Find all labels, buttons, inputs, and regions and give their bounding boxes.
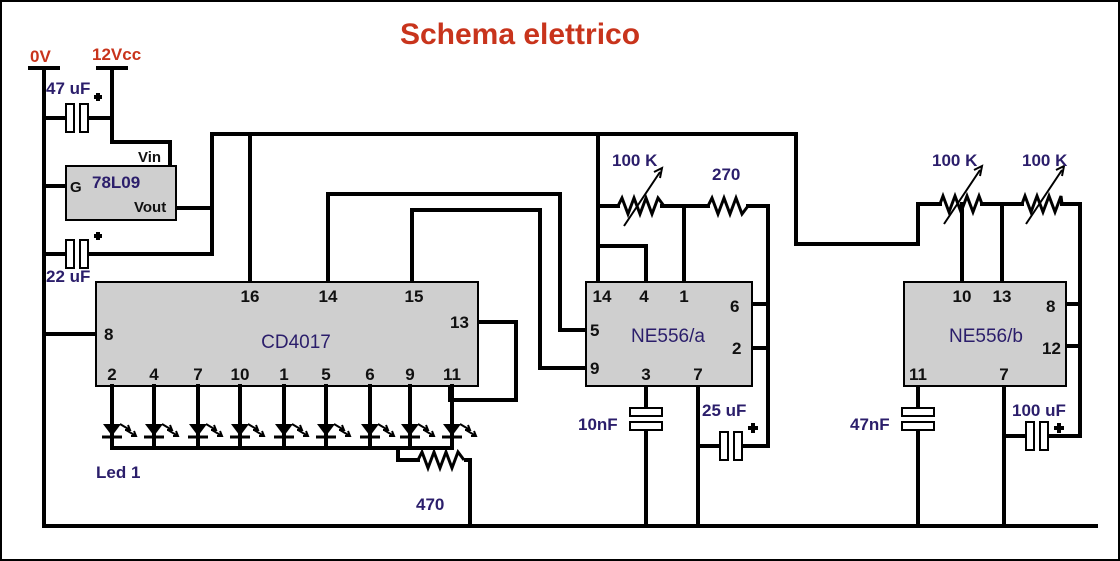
capacitor-100uf bbox=[1025, 421, 1064, 451]
regulator-78l09 bbox=[65, 165, 177, 221]
cd4017-bottom-pins: 2 4 7 10 1 5 6 9 11 bbox=[107, 365, 461, 384]
wiring bbox=[42, 66, 1098, 528]
ne556a-pin-6: 6 bbox=[730, 297, 739, 316]
capacitor-47nf bbox=[901, 407, 935, 431]
cd4017-pin-6: 6 bbox=[365, 365, 374, 384]
ne556a-pin-3: 3 bbox=[641, 365, 650, 384]
led-1-label: Led 1 bbox=[96, 463, 140, 482]
led-9 bbox=[442, 384, 478, 450]
cd4017-pin-8: 8 bbox=[104, 325, 113, 344]
ne556a-pin-2: 2 bbox=[732, 339, 741, 358]
led-3 bbox=[188, 384, 224, 450]
capacitor-25uf bbox=[719, 423, 758, 461]
ne556b-pin-7: 7 bbox=[999, 365, 1008, 384]
potentiometer-b1-100k-label: 100 K bbox=[932, 151, 978, 170]
ne556a-pin-1: 1 bbox=[679, 287, 688, 306]
ne556b-pin-10: 10 bbox=[953, 287, 972, 306]
regulator-pin-vin: Vin bbox=[138, 149, 161, 166]
capacitor-47uf-label: 47 uF bbox=[46, 79, 90, 98]
cd4017-pin-13: 13 bbox=[450, 313, 469, 332]
capacitor-22uf bbox=[65, 232, 102, 269]
supply-rail-label: 12Vcc bbox=[92, 45, 141, 64]
cd4017-pin-15: 15 bbox=[405, 287, 424, 306]
ne556b-pin-12: 12 bbox=[1042, 339, 1061, 358]
capacitor-25uf-label: 25 uF bbox=[702, 401, 746, 420]
ground-rail-label: 0V bbox=[30, 47, 51, 66]
potentiometer-a-100k-label: 100 K bbox=[612, 151, 658, 170]
capacitor-100uf-label: 100 uF bbox=[1012, 401, 1066, 420]
led-8 bbox=[400, 384, 436, 450]
cd4017-pin-9: 9 bbox=[405, 365, 414, 384]
cd4017-pin-4: 4 bbox=[149, 365, 159, 384]
capacitor-47nf-label: 47nF bbox=[850, 415, 890, 434]
cd4017-pin-14: 14 bbox=[319, 287, 338, 306]
ne556b-pin-13: 13 bbox=[993, 287, 1012, 306]
resistor-470-label: 470 bbox=[416, 495, 444, 514]
cd4017-pin-10: 10 bbox=[231, 365, 250, 384]
ne556b-pin-11: 11 bbox=[909, 365, 927, 384]
regulator-pin-g: G bbox=[70, 179, 82, 196]
chip-ne556-a-name: NE556/a bbox=[631, 326, 705, 347]
resistor-270 bbox=[706, 193, 750, 219]
led-row bbox=[102, 384, 478, 450]
cd4017-pin-11: 11 bbox=[443, 365, 461, 384]
regulator-name: 78L09 bbox=[92, 173, 140, 192]
led-2 bbox=[144, 384, 180, 450]
cd4017-pin-5: 5 bbox=[321, 365, 330, 384]
ne556a-pin-5: 5 bbox=[590, 321, 599, 340]
potentiometer-b2-100k bbox=[1020, 164, 1066, 225]
led-5 bbox=[274, 384, 310, 450]
led-4 bbox=[230, 384, 266, 450]
resistor-470 bbox=[416, 447, 466, 473]
chip-cd4017-name: CD4017 bbox=[261, 332, 331, 353]
potentiometer-a-100k bbox=[616, 166, 666, 227]
cd4017-pin-1: 1 bbox=[279, 365, 288, 384]
diagram-title: Schema elettrico bbox=[400, 18, 640, 51]
capacitor-10nf-label: 10nF bbox=[578, 415, 618, 434]
ne556a-pin-7: 7 bbox=[693, 365, 702, 384]
cd4017-pin-16: 16 bbox=[241, 287, 260, 306]
potentiometer-b2-100k-label: 100 K bbox=[1022, 151, 1068, 170]
ne556b-pin-8: 8 bbox=[1046, 297, 1055, 316]
capacitor-22uf-label: 22 uF bbox=[46, 267, 90, 286]
capacitor-10nf bbox=[629, 407, 663, 431]
ne556a-pin-9: 9 bbox=[590, 359, 599, 378]
led-6 bbox=[316, 384, 352, 450]
cd4017-pin-7: 7 bbox=[193, 365, 202, 384]
potentiometer-b1-100k bbox=[938, 164, 984, 225]
regulator-pin-vout: Vout bbox=[134, 199, 166, 216]
resistor-270-label: 270 bbox=[712, 165, 740, 184]
chip-ne556-b bbox=[903, 281, 1067, 387]
ne556a-pin-14: 14 bbox=[593, 287, 612, 306]
led-1 bbox=[102, 384, 138, 450]
capacitor-47uf bbox=[65, 93, 102, 133]
chip-cd4017 bbox=[95, 281, 479, 387]
cd4017-pin-2: 2 bbox=[107, 365, 116, 384]
chip-ne556-a bbox=[585, 281, 753, 387]
chip-ne556-b-name: NE556/b bbox=[949, 326, 1023, 347]
ne556a-pin-4: 4 bbox=[639, 287, 649, 306]
led-7 bbox=[360, 384, 396, 450]
